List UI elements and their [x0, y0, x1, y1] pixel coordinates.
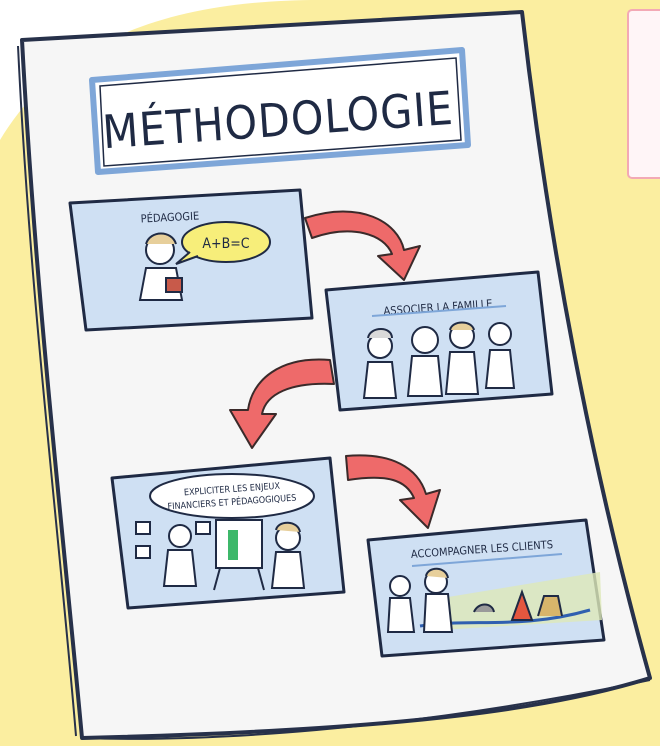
presentation-scene-icon [135, 519, 306, 591]
arrow-step2-to-step3 [229, 358, 335, 449]
arrow-step3-to-step4 [345, 454, 441, 529]
bubble-text: A+B=C [202, 236, 249, 252]
step-card-associer-la-famille: ASSOCIER LA FAMILLE [324, 270, 554, 412]
pink-note-card [627, 9, 660, 179]
step-card-expliciter-les-enjeux: EXPLICITER LES ENJEUX FINANCIERS ET PÉDA… [110, 456, 346, 610]
family-figures-icon [362, 321, 516, 399]
step-card-pedagogie: PÉDAGOGIE A+B=C [68, 188, 314, 332]
obstacles-icon [473, 589, 563, 621]
step-card-accompagner-les-clients: ACCOMPAGNER LES CLIENTS [366, 518, 606, 658]
guides-figures-icon [386, 567, 454, 633]
arrow-step1-to-step2 [304, 210, 421, 281]
step-label-pedagogie: PÉDAGOGIE [140, 209, 199, 225]
speech-bubble: A+B=C [175, 221, 271, 265]
title-frame: MÉTHODOLOGIE [89, 47, 471, 175]
teacher-figure-icon [138, 232, 184, 301]
